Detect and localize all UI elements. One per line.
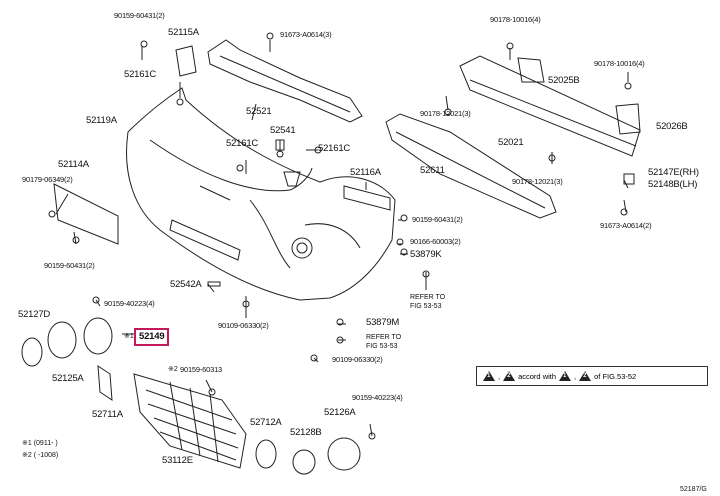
warning-triangle-icon: 2 <box>579 371 592 381</box>
part-label-52021: 52021 <box>498 137 524 148</box>
part-label-52116a: 52116A <box>350 167 381 178</box>
refer-to-2: REFER TO <box>366 334 402 341</box>
part-label-90166-60003: 90166-60003(2) <box>410 237 461 246</box>
part-label-90159-40223-b: 90159-40223(4) <box>352 393 403 402</box>
part-label-52026b: 52026B <box>656 121 688 132</box>
warning-triangle-icon: 1 <box>483 371 495 381</box>
part-label-90178-12021-b: 90178-12021(3) <box>512 177 563 186</box>
part-label-90178-12021-a: 90178-12021(3) <box>420 109 471 118</box>
part-label-53112e: 53112E <box>162 455 193 466</box>
part-label-52711a: 52711A <box>92 409 123 420</box>
part-label-52521: 52521 <box>246 106 272 117</box>
diagram-code: 52187/G <box>680 486 707 493</box>
part-label-52115a: 52115A <box>168 27 199 38</box>
part-label-90179-06349: 90179-06349(2) <box>22 175 73 184</box>
part-label-52161c-b: 52161C <box>226 138 259 149</box>
reference-note-box: 1 , 2 accord with 1 , 2 of FIG.53-52 <box>476 366 708 386</box>
part-label-90159-60313: 90159-60313 <box>180 365 223 374</box>
part-label-53879k: 53879K <box>410 249 442 260</box>
part-label-52119a: 52119A <box>86 115 117 126</box>
part-label-52114a: 52114A <box>58 159 89 170</box>
part-label-52147e-rh: 52147E(RH) <box>648 167 699 178</box>
warning-triangle-icon: 2 <box>503 371 516 381</box>
part-label-52712a: 52712A <box>250 417 282 428</box>
part-label-90109-06330-a: 90109-06330(2) <box>218 321 269 330</box>
fig-ref-2: FIG 53-53 <box>366 343 398 350</box>
fig-ref-1: FIG 53-53 <box>410 303 442 310</box>
part-label-52126a: 52126A <box>324 407 356 418</box>
part-label-52127d: 52127D <box>18 309 51 320</box>
marker-star-2: ※2 <box>168 366 178 373</box>
part-label-52025b: 52025B <box>548 75 580 86</box>
footnote-2: ※2 ( -1008) <box>22 452 59 459</box>
warning-triangle-icon: 1 <box>559 371 572 381</box>
footnote-1: ※1 (0911- ) <box>22 440 58 447</box>
part-label-52125a: 52125A <box>52 373 84 384</box>
part-label-53879m: 53879M <box>366 317 400 328</box>
part-label-90159-60431-left: 90159-60431(2) <box>44 261 95 270</box>
part-label-52161c-a: 52161C <box>124 69 157 80</box>
part-label-52148b-lh: 52148B(LH) <box>648 179 698 190</box>
part-label-90159-40223-a: 90159-40223(4) <box>104 299 155 308</box>
part-label-90109-06330-b: 90109-06330(2) <box>332 355 383 364</box>
note-tail: of FIG.53-52 <box>594 371 637 381</box>
note-text: accord with <box>518 371 557 381</box>
part-label-52128b: 52128B <box>290 427 322 438</box>
part-label-52541: 52541 <box>270 125 296 136</box>
part-label-90178-10016-right: 90178-10016(4) <box>594 59 645 68</box>
part-label-90178-10016-top: 90178-10016(4) <box>490 15 541 24</box>
refer-to-1: REFER TO <box>410 294 446 301</box>
part-label-52611: 52611 <box>420 165 445 176</box>
part-label-52542a: 52542A <box>170 279 202 290</box>
part-label-90159-60431-mid: 90159-60431(2) <box>412 215 463 224</box>
part-label-91673-a0614-right: 91673-A0614(2) <box>600 221 652 230</box>
part-label-52161c-c: 52161C <box>318 143 351 154</box>
marker-star-1: ※1 <box>124 333 134 340</box>
part-label-91673-a0614-top: 91673-A0614(3) <box>280 30 332 39</box>
part-label-52149-highlighted[interactable]: 52149 <box>134 328 170 346</box>
part-label-90159-60431-top: 90159-60431(2) <box>114 11 165 20</box>
